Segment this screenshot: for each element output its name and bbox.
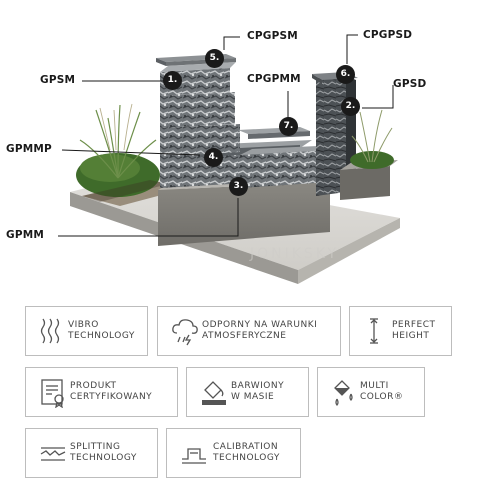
leader-lines: [58, 34, 394, 237]
label-cpgpsd: CPGPSD: [363, 29, 413, 41]
badge-4: 4.: [204, 148, 223, 167]
certificate-icon: [41, 379, 64, 408]
label-gpmmp: GPMMP: [6, 143, 52, 155]
badge-6: 6.: [336, 65, 355, 84]
calibration-icon: [182, 448, 206, 464]
grass-plant-left: [76, 103, 160, 197]
badge-2: 2.: [341, 97, 360, 116]
watermark-text: JONIKSKY: [249, 246, 339, 262]
splitting-icon: [40, 447, 66, 461]
vibro-icon: [40, 318, 60, 344]
label-cpgpsm: CPGPSM: [247, 30, 298, 42]
badge-7: 7.: [279, 117, 298, 136]
label-gpsd: GPSD: [393, 78, 427, 90]
paint-bucket-icon: [202, 381, 226, 405]
multicolor-icon: [334, 380, 353, 406]
height-icon: [370, 318, 378, 344]
badge-3: 3.: [229, 177, 248, 196]
badge-5: 5.: [205, 49, 224, 68]
badge-1: 1.: [163, 71, 182, 90]
product-illustration: JONIKSKY GPSM CPGPSM CPGPSD GPSD CPGPMM …: [6, 29, 427, 284]
label-gpmm: GPMM: [6, 229, 45, 241]
wall-diagram: JONIKSKY: [58, 34, 400, 284]
label-cpgpmm: CPGPMM: [247, 73, 301, 85]
label-gpsm: GPSM: [40, 74, 76, 86]
weather-icon: [172, 319, 198, 346]
